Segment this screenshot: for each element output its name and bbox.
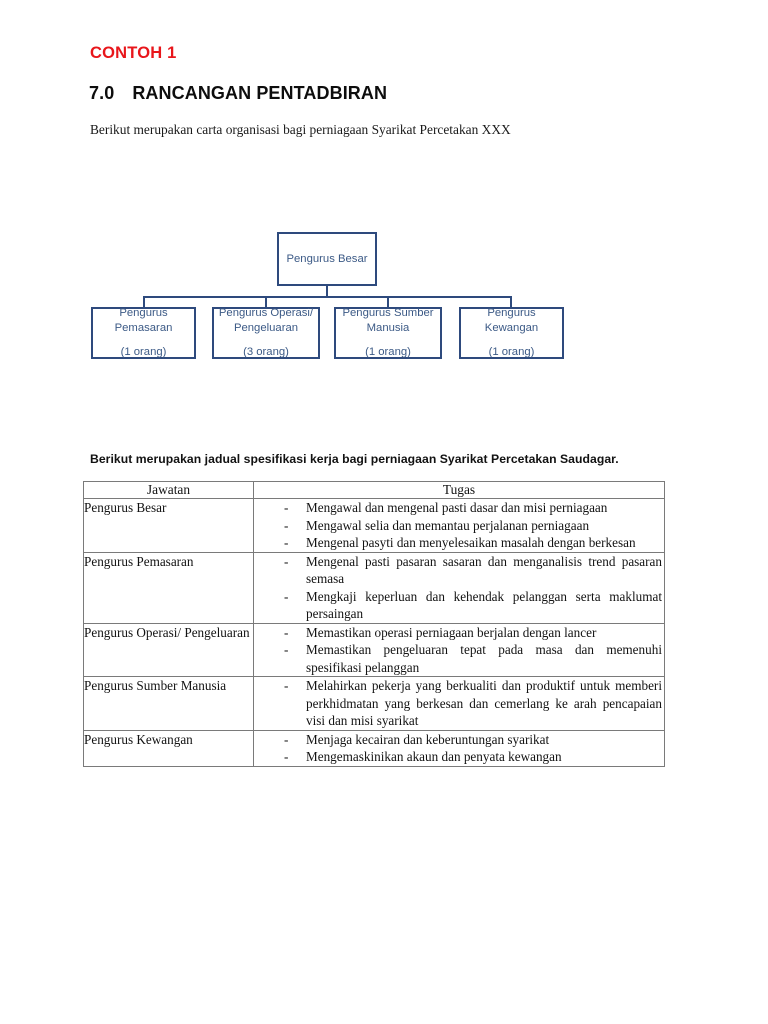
page-title: 7.0 RANCANGAN PENTADBIRAN <box>89 83 387 104</box>
duty-list: Memastikan operasi perniagaan berjalan d… <box>254 624 664 677</box>
cell-jawatan: Pengurus Besar <box>83 498 254 553</box>
table-row: Pengurus Besar Mengawal dan mengenal pas… <box>83 498 665 553</box>
org-node-3-line1: Pengurus Sumber <box>342 307 434 319</box>
duty-item: Mengenal pasyti dan menyelesaikan masala… <box>254 534 664 552</box>
job-specification-table: Jawatan Tugas Pengurus Besar Mengawal da… <box>83 481 665 767</box>
duty-list: Mengawal dan mengenal pasti dasar dan mi… <box>254 499 664 552</box>
column-header-tugas: Tugas <box>253 481 665 499</box>
duty-item: Mengawal dan mengenal pasti dasar dan mi… <box>254 499 664 517</box>
intro-paragraph: Berikut merupakan carta organisasi bagi … <box>90 122 511 137</box>
org-node-3-headcount: (1 orang) <box>365 346 411 358</box>
cell-jawatan: Pengurus Pemasaran <box>83 551 254 624</box>
org-node-2-line1: Pengurus Operasi/ <box>218 307 314 319</box>
duty-list: Melahirkan pekerja yang berkualiti dan p… <box>254 677 664 730</box>
org-node-4-line1: Pengurus <box>487 307 536 319</box>
cell-jawatan: Pengurus Sumber Manusia <box>83 676 254 731</box>
org-node-operasi-pengeluaran: Pengurus Operasi/ Pengeluaran (3 orang) <box>212 307 320 359</box>
column-header-jawatan: Jawatan <box>83 481 254 499</box>
duty-item: Mengkaji keperluan dan kehendak pelangga… <box>254 588 664 623</box>
example-label: CONTOH 1 <box>90 44 177 62</box>
table-intro-paragraph: Berikut merupakan jadual spesifikasi ker… <box>90 452 619 466</box>
connector-drop-1 <box>143 296 145 308</box>
duty-item: Memastikan operasi perniagaan berjalan d… <box>254 624 664 642</box>
connector-horizontal-bus <box>143 296 512 298</box>
cell-tugas: Memastikan operasi perniagaan berjalan d… <box>253 622 665 677</box>
cell-jawatan: Pengurus Operasi/ Pengeluaran <box>83 622 254 677</box>
org-node-1-line2: Pemasaran <box>114 322 173 334</box>
cell-tugas: Mengenal pasti pasaran sasaran dan menga… <box>253 551 665 624</box>
cell-tugas: Mengawal dan mengenal pasti dasar dan mi… <box>253 498 665 553</box>
table-header-row: Jawatan Tugas <box>83 481 665 499</box>
org-node-4-headcount: (1 orang) <box>488 346 535 358</box>
duty-item: Memastikan pengeluaran tepat pada masa d… <box>254 641 664 676</box>
table-row: Pengurus Pemasaran Mengenal pasti pasara… <box>83 551 665 624</box>
table-row: Pengurus Kewangan Menjaga kecairan dan k… <box>83 729 665 767</box>
org-node-pemasaran: Pengurus Pemasaran (1 orang) <box>91 307 196 359</box>
cell-jawatan: Pengurus Kewangan <box>83 729 254 767</box>
connector-root-stem <box>326 286 328 298</box>
org-node-2-headcount: (3 orang) <box>243 346 289 358</box>
org-node-2-line2: Pengeluaran <box>233 322 299 334</box>
section-title-text: RANCANGAN PENTADBIRAN <box>132 83 388 103</box>
connector-drop-2 <box>265 296 267 308</box>
duty-list: Menjaga kecairan dan keberuntungan syari… <box>254 731 664 766</box>
org-node-1-line1: Pengurus <box>119 307 168 319</box>
org-node-kewangan: Pengurus Kewangan (1 orang) <box>459 307 564 359</box>
org-node-root: Pengurus Besar <box>277 232 377 286</box>
org-node-sumber-manusia: Pengurus Sumber Manusia (1 orang) <box>334 307 442 359</box>
duty-item: Melahirkan pekerja yang berkualiti dan p… <box>254 677 664 730</box>
table-row: Pengurus Sumber Manusia Melahirkan peker… <box>83 676 665 731</box>
org-node-3-line2: Manusia <box>366 322 410 334</box>
connector-drop-3 <box>387 296 389 308</box>
org-node-4-line2: Kewangan <box>484 322 539 334</box>
duty-item: Mengenal pasti pasaran sasaran dan menga… <box>254 553 664 588</box>
duty-list: Mengenal pasti pasaran sasaran dan menga… <box>254 553 664 623</box>
cell-tugas: Melahirkan pekerja yang berkualiti dan p… <box>253 676 665 731</box>
org-node-root-title: Pengurus Besar <box>286 252 368 265</box>
duty-item: Mengawal selia dan memantau perjalanan p… <box>254 517 664 535</box>
duty-item: Mengemaskinikan akaun dan penyata kewang… <box>254 748 664 766</box>
connector-drop-4 <box>510 296 512 308</box>
section-number: 7.0 <box>89 83 115 103</box>
duty-item: Menjaga kecairan dan keberuntungan syari… <box>254 731 664 749</box>
org-node-1-headcount: (1 orang) <box>120 346 167 358</box>
table-row: Pengurus Operasi/ Pengeluaran Memastikan… <box>83 622 665 677</box>
cell-tugas: Menjaga kecairan dan keberuntungan syari… <box>253 729 665 767</box>
